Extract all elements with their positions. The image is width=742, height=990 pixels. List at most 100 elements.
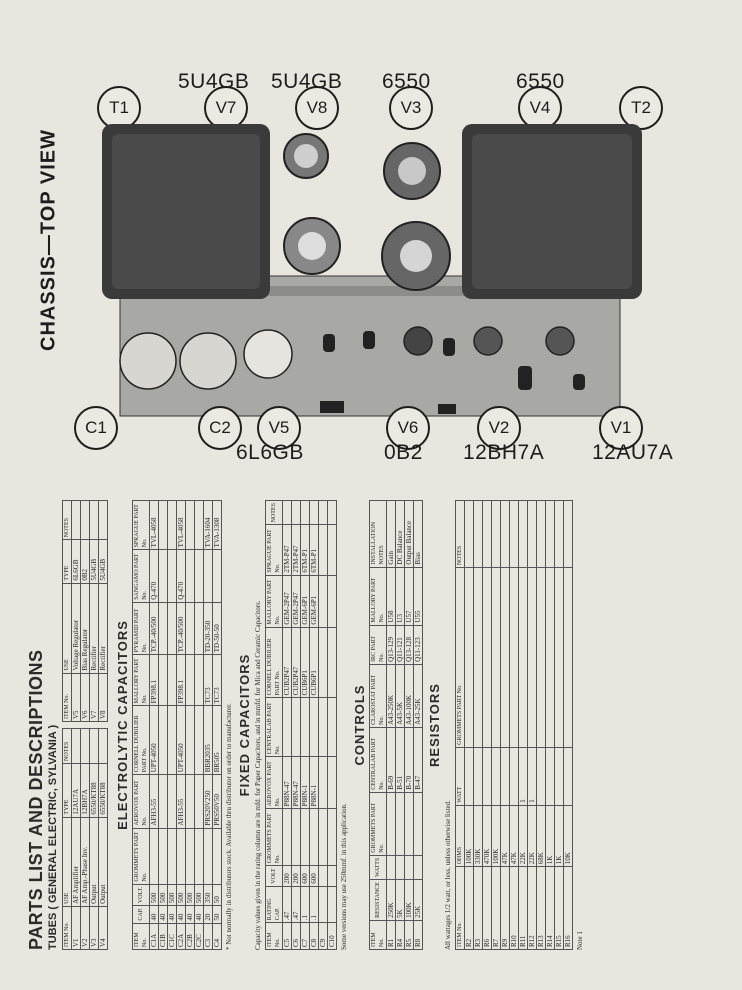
electrolytic-cell: 40 <box>194 905 204 924</box>
resistors-cell: R14 <box>545 866 555 950</box>
ref-circle-v2: V2 <box>477 406 521 450</box>
tubes-left-cell: V1 <box>71 906 81 950</box>
resistors-cell <box>491 567 501 748</box>
fixed-cell <box>327 808 337 866</box>
electrolytic-cell <box>194 705 204 775</box>
ref-circle-v6: V6 <box>386 406 430 450</box>
fixed-header-cell: RATING CAP. <box>265 886 283 923</box>
resistors-cell <box>554 747 564 806</box>
controls-header-cell: CENTRALAB PART No. <box>369 727 387 793</box>
electrolytic-heading: ELECTROLYTIC CAPACITORS <box>115 620 130 830</box>
fixed-cell: 6TM-P1 <box>309 524 319 576</box>
electrolytic-cell <box>167 549 177 603</box>
electrolytic-cell: 50 <box>212 905 222 924</box>
fixed-header-cell: ITEM No. <box>265 922 283 950</box>
controls-cell: B-47 <box>413 727 423 793</box>
electrolytic-cell <box>203 828 213 885</box>
fixed-cell <box>309 808 319 866</box>
electrolytic-cell <box>158 705 168 775</box>
electrolytic-cell <box>185 705 195 775</box>
fixed-cell: P88N-1 <box>309 756 319 809</box>
resistors-cell: R9 <box>500 866 510 950</box>
resistors-cell: 470K <box>482 805 492 867</box>
controls-cell: A43-100K <box>404 664 414 728</box>
fixed-header-cell: CORNELL DUBILIER PART No. <box>265 627 283 698</box>
electrolytic-cell <box>194 774 204 829</box>
electrolytic-cell: TVL-4058 <box>176 500 186 550</box>
electrolytic-header-cell: CORNELL DUBILIER PART No. <box>132 705 150 775</box>
chassis-title: CHASSIS—TOP VIEW <box>37 129 60 351</box>
resistors-cell <box>509 747 519 806</box>
resistors-footnote: Note 1 <box>576 931 584 950</box>
resistors-cell <box>491 747 501 806</box>
controls-header-cell: IRC PART No. <box>369 625 387 665</box>
resistors-cell <box>464 500 474 568</box>
electrolytic-cell: C1C <box>167 923 177 950</box>
controls-cell: A43-25K <box>413 664 423 728</box>
resistors-cell: 22K <box>527 805 537 867</box>
fixed-cell <box>300 697 310 757</box>
fixed-cell <box>300 808 310 866</box>
resistors-header-cell: ITEM No. <box>455 866 465 950</box>
electrolytic-cell <box>194 500 204 550</box>
ref-circle-v4: V4 <box>518 86 562 130</box>
controls-cell: Output Balance <box>404 500 414 568</box>
tubes-left-cell <box>71 728 81 764</box>
tubes-right-cell: V8 <box>98 673 108 722</box>
fixed-cell: C9 <box>318 922 328 950</box>
parts-list-rotated: PARTS LIST AND DESCRIPTIONS TUBES ( GENE… <box>26 500 666 950</box>
electrolytic-cell: TD-50-50 <box>212 602 222 655</box>
electrolytic-header-row: ITEM No.CAP.VOLT.GROMMETS PART No.AEROVO… <box>132 500 150 950</box>
tube-label-v4: 6550 <box>516 70 565 93</box>
fixed-cell <box>318 500 328 525</box>
ref-circle-v3: V3 <box>389 86 433 130</box>
fixed-cell: .1 <box>309 886 319 923</box>
electrolytic-cell <box>167 602 177 655</box>
electrolytic-cell <box>167 654 177 706</box>
resistors-cell <box>473 747 483 806</box>
controls-header-cell: INSTALLATION NOTES <box>369 500 387 568</box>
resistors-cell: R12 <box>527 866 537 950</box>
controls-cell: A43-5K <box>395 664 405 728</box>
resistors-cell: R7 <box>491 866 501 950</box>
tubes-left-cell: Output <box>98 817 108 907</box>
electrolytic-cell: Q-470 <box>149 549 159 603</box>
tubes-left-cell: 12BH7A <box>80 763 90 818</box>
resistors-cell: 1K <box>545 805 555 867</box>
resistors-cell: 100K <box>464 805 474 867</box>
fixed-cell <box>291 697 301 757</box>
tubes-left-header-cell: TYPE <box>62 763 72 818</box>
fixed-cell <box>309 500 319 525</box>
tubes-left-cell <box>80 728 90 764</box>
electrolytic-cell: FP398.1 <box>149 654 159 706</box>
electrolytic-cell <box>158 549 168 603</box>
controls-cell: Q11-123 <box>413 625 423 665</box>
electrolytic-cell: Q-470 <box>176 549 186 603</box>
electrolytic-cell: TCP.-40/500 <box>149 602 159 655</box>
electrolytic-cell: TC73 <box>203 654 213 706</box>
resistors-cell <box>545 747 555 806</box>
tubes-left-cell: V3 <box>89 906 99 950</box>
resistors-cell <box>473 567 483 748</box>
electrolytic-header-cell: SANGAMO PART No. <box>132 549 150 603</box>
